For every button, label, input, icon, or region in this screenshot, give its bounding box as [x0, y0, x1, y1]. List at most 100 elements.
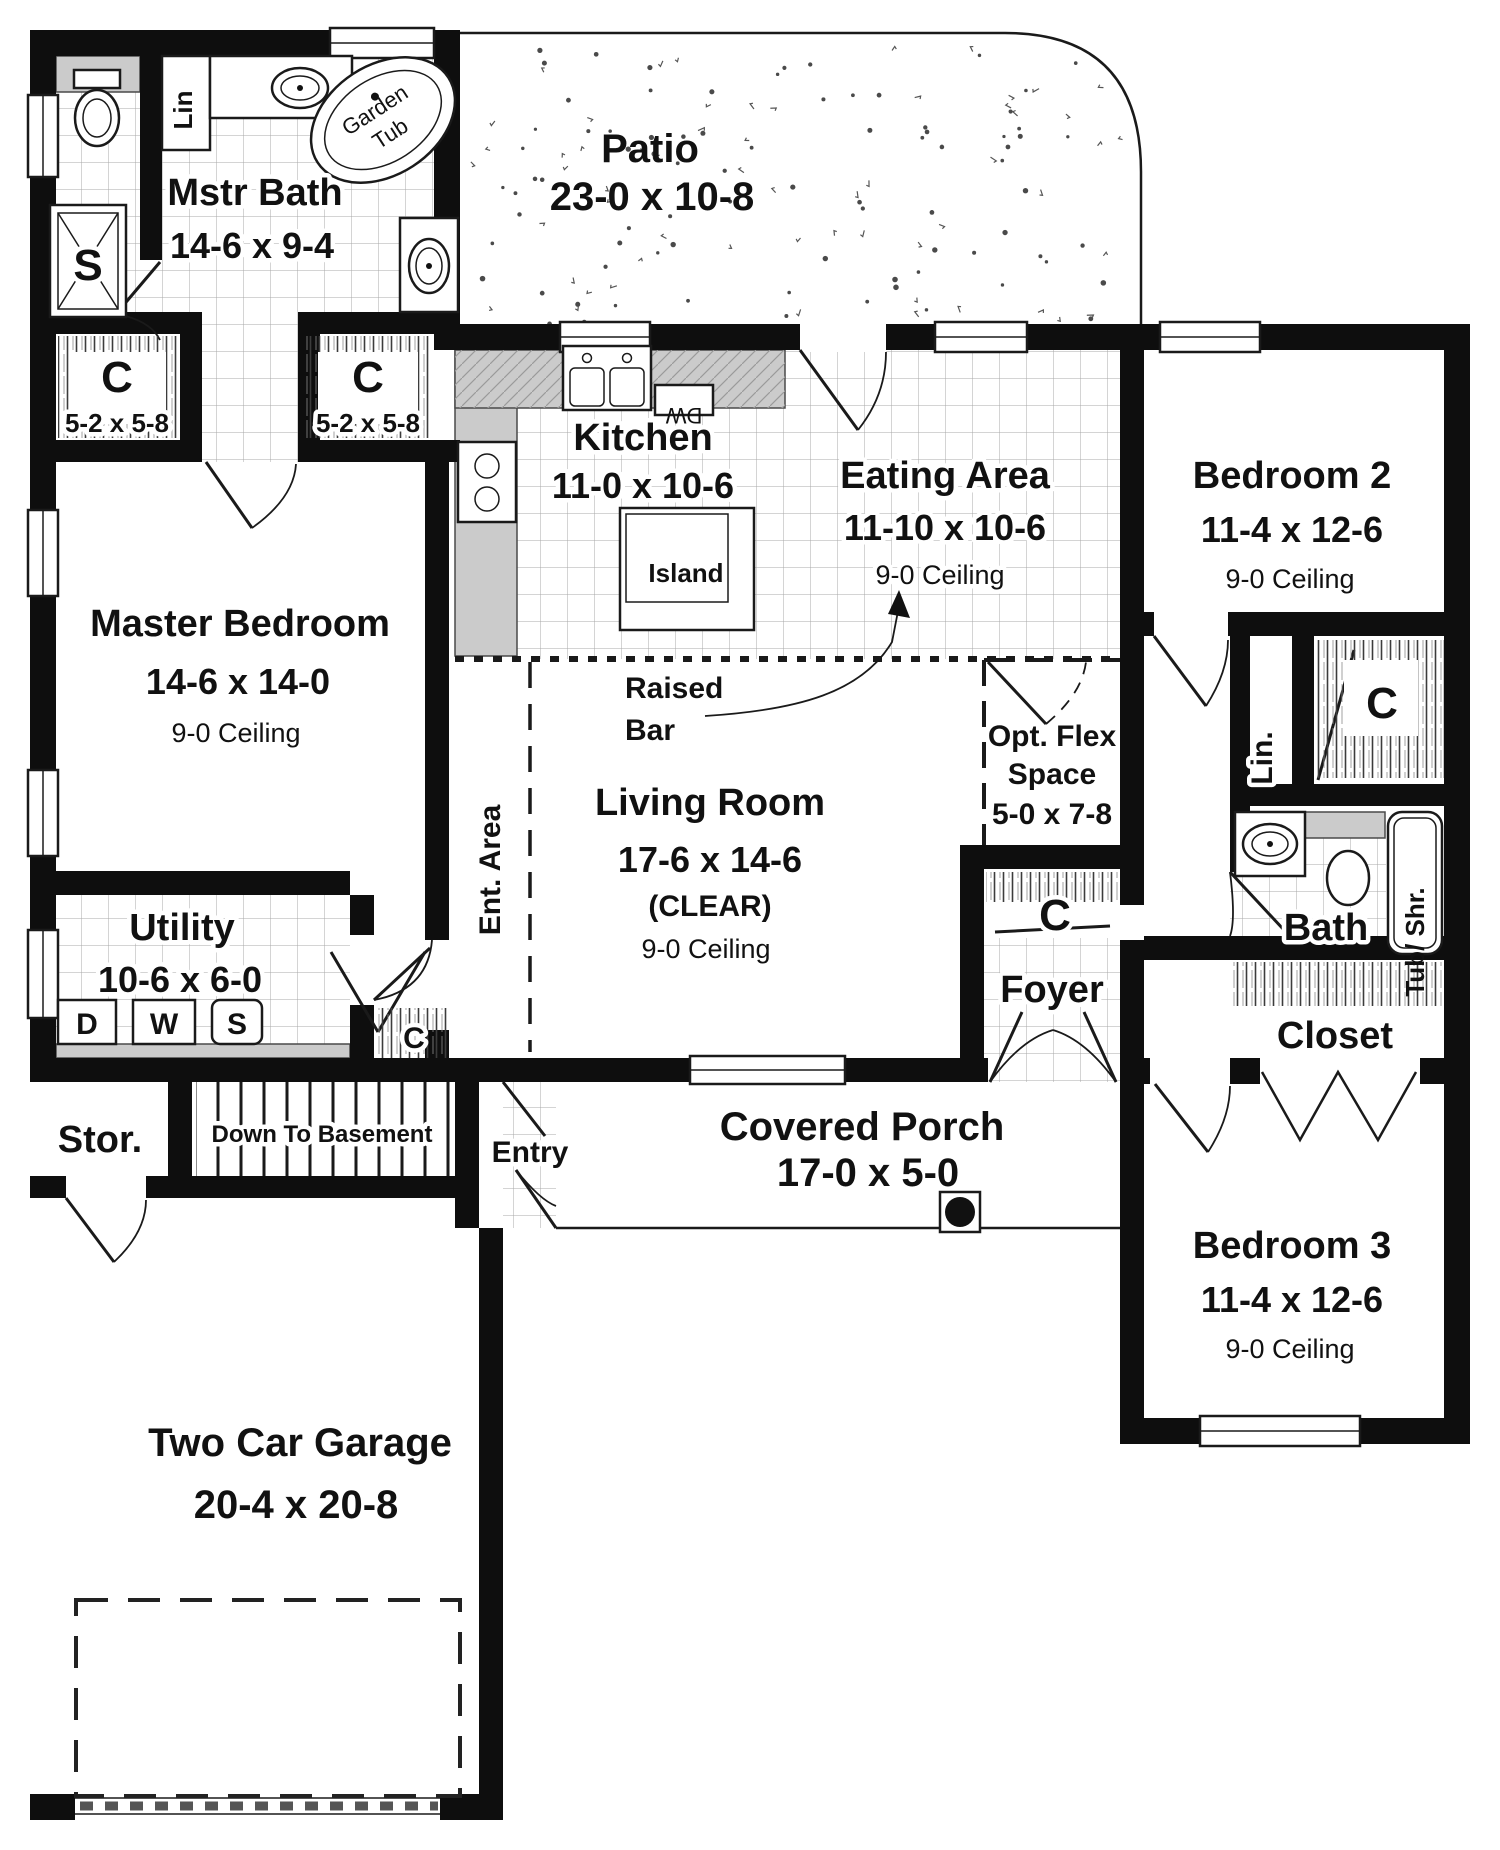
door-storage [64, 1197, 147, 1263]
bedroom3-closet-hatch [1232, 962, 1442, 1006]
master-bedroom-dims: 14-6 x 14-0 [146, 661, 330, 702]
garage-door [75, 1797, 440, 1815]
porch-name: Covered Porch [720, 1105, 1005, 1149]
living-dims: 17-6 x 14-6 [618, 839, 802, 880]
labels: Patio 23-0 x 10-8 Mstr Bath 14-6 x 9-4 L… [53, 80, 1430, 1527]
kitchen-name: Kitchen [573, 417, 712, 459]
door-flex-space [986, 660, 1087, 726]
closet-right-label: C [352, 353, 384, 402]
linen-master-label: Lin [168, 91, 198, 130]
fixtures [48, 54, 1444, 1815]
raised-bar-line2: Bar [625, 714, 675, 747]
living-clear: (CLEAR) [648, 890, 771, 923]
foyer-closet-hatch [986, 872, 1118, 902]
sink-bath [1241, 822, 1299, 866]
toilet-bath [1325, 849, 1371, 907]
closet-left-dims: 5-2 x 5-8 [65, 408, 169, 438]
linen-hall-label: Lin. [1246, 731, 1279, 784]
shower [48, 203, 128, 319]
island-label: Island [648, 558, 723, 588]
garage-dims: 20-4 x 20-8 [194, 1483, 399, 1527]
washer-label: W [150, 1008, 179, 1041]
utility-sink-label: S [227, 1008, 247, 1041]
closet-right-dims: 5-2 x 5-8 [316, 408, 420, 438]
kitchen-sink [561, 344, 653, 412]
porch-dims: 17-0 x 5-0 [777, 1151, 959, 1195]
window-master-1 [26, 508, 60, 598]
utility-closet-label: C [403, 1022, 425, 1055]
dryer-label: D [76, 1008, 98, 1041]
raised-bar-line1: Raised [625, 672, 723, 705]
dishwasher-label: DW [665, 403, 702, 428]
raised-bar-arrowhead [888, 590, 910, 618]
patio-name: Patio [601, 127, 699, 171]
cooktop [456, 440, 518, 524]
sink-vanity-top [270, 66, 330, 110]
window-master-2 [26, 768, 60, 858]
door-entry-bottom [514, 1169, 558, 1229]
bedroom3-dims: 11-4 x 12-6 [1201, 1279, 1383, 1320]
ent-area-label: Ent. Area [474, 804, 507, 935]
master-bedroom-name: Master Bedroom [90, 603, 390, 645]
door-bath [1228, 870, 1286, 937]
door-foyer-front [988, 1011, 1118, 1083]
living-name: Living Room [595, 782, 825, 824]
mstr-bath-dims: 14-6 x 9-4 [170, 225, 334, 266]
patio-stipple-texture [470, 45, 1123, 339]
door-master-hall [204, 461, 297, 529]
eating-dims: 11-10 x 10-6 [844, 507, 1046, 548]
shower-label: S [73, 241, 102, 290]
door-bedroom3 [1153, 1083, 1231, 1153]
closet-left-label: C [101, 353, 133, 402]
bath-name: Bath [1284, 907, 1368, 949]
stairs-treads [196, 1082, 455, 1176]
porch-column [938, 1190, 982, 1234]
flex-line2: Space [1008, 758, 1096, 791]
dryer-box [56, 998, 118, 1046]
living-ceiling: 9-0 Ceiling [641, 934, 770, 964]
tub-shower-label: Tub/ Shr. [1400, 887, 1430, 996]
sink-vanity-right [407, 237, 451, 295]
raised-bar-arrow [704, 605, 900, 717]
patio-area [456, 31, 1143, 339]
door-entry-top [501, 1081, 547, 1137]
hall-closet-label: C [1366, 679, 1398, 728]
utility-dims: 10-6 x 6-0 [98, 959, 262, 1000]
closet-hall-floor [202, 314, 298, 462]
utility-closet-hatch [378, 1008, 450, 1058]
window-utility [26, 928, 60, 1020]
mstr-bath-name: Mstr Bath [167, 172, 342, 214]
door-patio [798, 322, 887, 431]
flex-dims: 5-0 x 7-8 [992, 798, 1112, 831]
garden-tub [309, 56, 457, 184]
utility-sink-box [210, 998, 264, 1046]
door-bedroom2 [1152, 635, 1229, 707]
bedroom3-name: Bedroom 3 [1193, 1225, 1391, 1267]
master-bedroom-ceiling: 9-0 Ceiling [171, 718, 300, 748]
bedroom2-ceiling: 9-0 Ceiling [1225, 564, 1354, 594]
window-toilet-room [26, 93, 60, 179]
foyer-name: Foyer [1000, 969, 1104, 1011]
garage-dashed-area [74, 1598, 462, 1798]
window-bedroom2 [1158, 320, 1262, 354]
window-eating [933, 320, 1029, 354]
kitchen-dims: 11-0 x 10-6 [552, 465, 734, 506]
island-box [618, 506, 756, 632]
linen-master-box [160, 54, 212, 152]
tub-shower [1386, 810, 1444, 956]
eating-name: Eating Area [840, 455, 1051, 497]
bedroom3-ceiling: 9-0 Ceiling [1225, 1334, 1354, 1364]
toilet-master [72, 68, 122, 148]
entry-label: Entry [492, 1136, 569, 1169]
window-living-south [688, 1054, 847, 1086]
stairs-label: Down To Basement [212, 1121, 433, 1148]
bedroom2-name: Bedroom 2 [1193, 455, 1391, 497]
dishwasher-box [653, 383, 715, 417]
eating-ceiling: 9-0 Ceiling [875, 560, 1004, 590]
utility-name: Utility [129, 907, 235, 949]
patio-dims: 23-0 x 10-8 [550, 175, 755, 219]
storage-label: Stor. [58, 1119, 142, 1161]
door-bedroom3-closet-bifold [1260, 1069, 1418, 1143]
